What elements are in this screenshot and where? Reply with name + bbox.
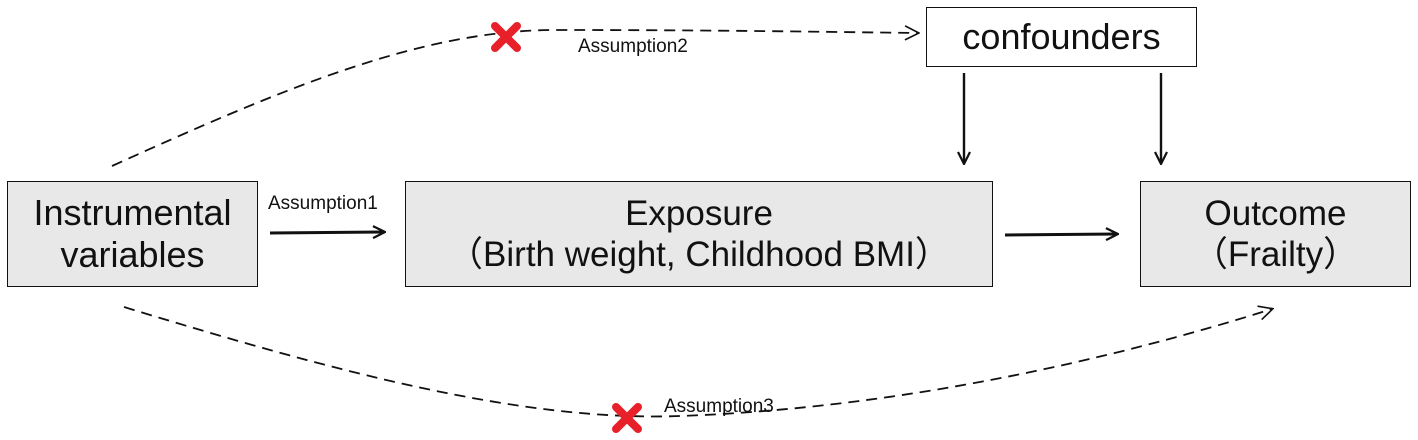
exposure-node: Exposure （Birth weight, Childhood BMI） [405, 181, 993, 287]
exposure-title: Exposure [625, 193, 773, 233]
arrow-exposure-to-outcome [1004, 234, 1117, 235]
instrumental-variables-node: Instrumental variables [7, 181, 258, 287]
assumption3-label: Assumption3 [664, 396, 774, 417]
confounders-label: confounders [962, 15, 1161, 57]
assumption1-label: Assumption1 [268, 193, 378, 214]
red-cross-icon [612, 403, 642, 433]
dashed-arrow-instrumental-to-outcome [123, 307, 1272, 418]
outcome-title: Outcome [1204, 193, 1347, 233]
red-cross-icon [491, 22, 521, 52]
confounders-node: confounders [926, 7, 1197, 67]
instrumental-variables-label-line1: Instrumental [33, 191, 232, 233]
assumption2-label: Assumption2 [578, 36, 688, 57]
arrow-instrumental-to-exposure [269, 232, 384, 233]
outcome-detail: （Frailty） [1192, 235, 1359, 274]
outcome-node: Outcome （Frailty） [1140, 181, 1411, 287]
instrumental-variables-label-line2: variables [60, 234, 205, 275]
exposure-detail: （Birth weight, Childhood BMI） [448, 235, 950, 274]
